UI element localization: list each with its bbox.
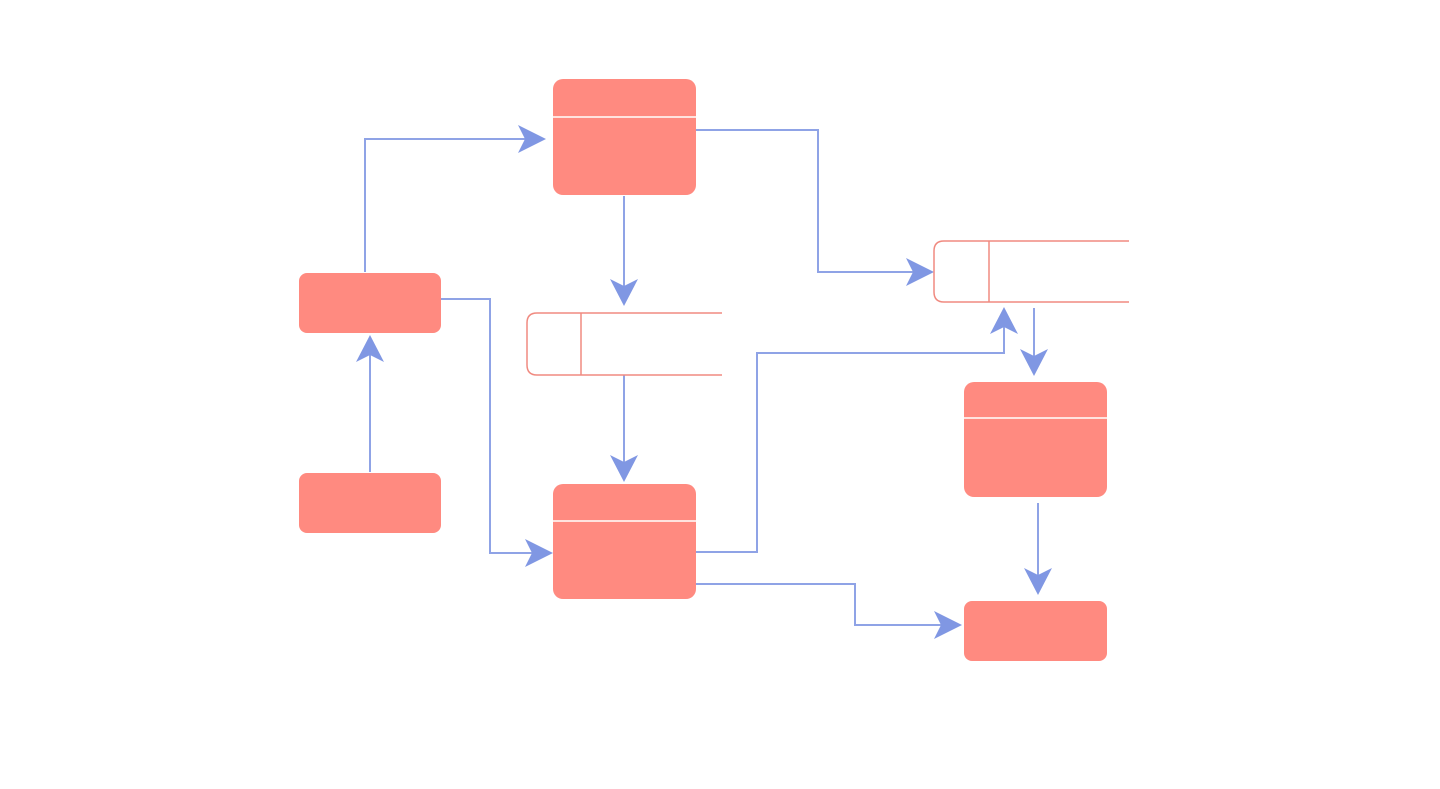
arrowhead-up-entity-left-top (356, 335, 384, 362)
arrowhead-down-process-middle (610, 455, 638, 482)
entity-left-top (299, 273, 441, 333)
arrowhead-up-datastore-right (990, 307, 1018, 334)
process-middle-body (553, 484, 696, 599)
arrowhead-down-process-right (1020, 349, 1048, 376)
arrowhead-down-datastore-middle (610, 279, 638, 306)
process-top (553, 79, 696, 195)
entity-bottom-right (964, 601, 1107, 661)
process-right-body (964, 382, 1107, 497)
arrowhead-right-entity-bottom-right (934, 611, 962, 639)
datastore-right-outline (933, 240, 1129, 303)
edge-process-top-to-datastore-right (696, 129, 914, 273)
arrowhead-right-process-middle (525, 539, 553, 567)
datastore-right (933, 240, 1129, 303)
edge-process-middle-to-datastore-right (696, 327, 1005, 553)
edge-process-middle-to-entity-bottom-right (696, 583, 942, 626)
process-middle (553, 484, 696, 599)
arrowhead-right-process-top (518, 125, 546, 153)
entity-left-bottom (299, 473, 441, 533)
process-right (964, 382, 1107, 497)
edge-entity-left-top-to-process-top (364, 138, 526, 272)
datastore-middle (526, 312, 722, 376)
arrowhead-down-entity-bottom-right (1024, 568, 1052, 595)
edge-entity-left-top-to-process-middle (441, 298, 532, 554)
datastore-middle-outline (526, 312, 722, 376)
process-top-body (553, 79, 696, 195)
arrowhead-right-datastore-right (906, 258, 934, 286)
